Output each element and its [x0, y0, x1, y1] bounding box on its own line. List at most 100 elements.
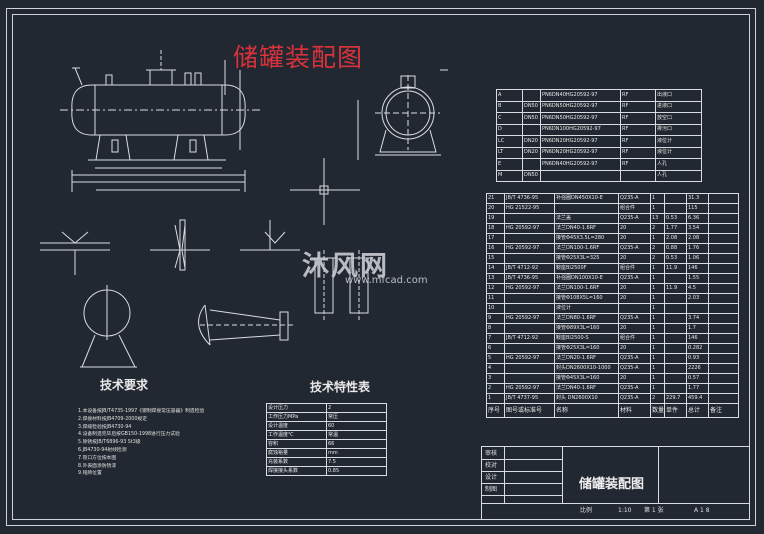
- bom-remark: [708, 383, 739, 394]
- bom-remark: [708, 343, 739, 354]
- bom-remark: [708, 363, 739, 374]
- bom-no: 21: [486, 193, 505, 204]
- bom-w2: 2.08: [686, 233, 709, 244]
- bom-w1: [664, 193, 687, 204]
- tech-req-item: 8.外表面涂防锈漆: [78, 463, 117, 469]
- nozzle-std: PN6DN20HG20592-97: [540, 146, 621, 159]
- bom-mat: Q235-A: [618, 213, 651, 224]
- bom-w2: 31.3: [686, 193, 709, 204]
- bom-qty: 1: [650, 333, 665, 344]
- bom-w1: 11.9: [664, 263, 687, 274]
- bom-no: 2: [486, 383, 505, 394]
- bom-mat: 20: [618, 373, 651, 384]
- nozzle-std: PN6DN50HG20592-97: [540, 100, 621, 113]
- nozzle-face: RF: [620, 135, 656, 148]
- bom-no: 14: [486, 263, 505, 274]
- bom-name: 接管Φ108X5L=160: [554, 293, 619, 304]
- bom-qty: 1: [650, 193, 665, 204]
- bom-header-mat: 材料: [618, 403, 651, 418]
- bom-remark: [708, 393, 739, 404]
- bom-remark: [708, 243, 739, 254]
- bom-header-row: 序号图号或标准号名称材料数量单件总计备注: [486, 403, 739, 418]
- bom-qty: 2: [650, 253, 665, 264]
- bom-qty: 2: [650, 393, 665, 404]
- bom-w1: [664, 373, 687, 384]
- nozzle-use: 排污口: [655, 123, 702, 136]
- bom-code: HG 20592-97: [504, 243, 555, 254]
- bom-name: 法兰DN80-1.6RF: [554, 313, 619, 324]
- bom-code: HG 20592-97: [504, 353, 555, 364]
- bom-mat: 组合件: [618, 263, 651, 274]
- bom-remark: [708, 233, 739, 244]
- nozzle-size: DN50: [522, 112, 541, 125]
- bom-remark: [708, 333, 739, 344]
- nozzle-use: 液位计: [655, 146, 702, 159]
- nozzle-mark: C: [496, 112, 523, 125]
- bom-qty: 1: [650, 363, 665, 374]
- bom-remark: [708, 293, 739, 304]
- bom-w1: [664, 203, 687, 214]
- bom-name: 接管Φ89X3L=160: [554, 323, 619, 334]
- tech-spec-value: 66: [326, 439, 387, 449]
- bom-name: 液位计: [554, 303, 619, 314]
- bom-w2: 0.282: [686, 343, 709, 354]
- bom-qty: 1: [650, 323, 665, 334]
- bom-qty: 1: [650, 263, 665, 274]
- bom-w1: [664, 343, 687, 354]
- nozzle-std: PN6DN20HG20592-97: [540, 135, 621, 148]
- bom-no: 3: [486, 373, 505, 384]
- bom-code: [504, 293, 555, 304]
- bom-remark: [708, 273, 739, 284]
- bom-mat: Q235-A: [618, 243, 651, 254]
- bom-no: 9: [486, 313, 505, 324]
- bom-no: 4: [486, 363, 505, 374]
- bom-w1: 11.9: [664, 283, 687, 294]
- tech-spec-value: 常压: [326, 412, 387, 422]
- bom-w2: 2.03: [686, 293, 709, 304]
- bom-mat: 20: [618, 323, 651, 334]
- title-block: 审核 校对 设计 制图 储罐装配图 比例 1:10 第 1 张 A 1 8: [481, 446, 750, 520]
- bom-code: HG 21522-95: [504, 203, 555, 214]
- nozzle-face: RF: [620, 100, 656, 113]
- bom-w1: [664, 353, 687, 364]
- nozzle-mark: LT: [496, 146, 523, 159]
- title-block-roles: 审核 校对 设计 制图: [482, 447, 505, 503]
- nozzle-use: 进液口: [655, 100, 702, 113]
- bom-mat: 20: [618, 343, 651, 354]
- bom-no: 12: [486, 283, 505, 294]
- bom-qty: 1: [650, 353, 665, 364]
- bom-name: 接管Φ45X3.5L=280: [554, 233, 619, 244]
- bom-remark: [708, 373, 739, 384]
- tech-spec-name: 充装系数: [266, 457, 327, 467]
- bom-code: HG 20592-97: [504, 223, 555, 234]
- bom-w2: 0.57: [686, 373, 709, 384]
- bom-w2: 459.4: [686, 393, 709, 404]
- nozzle-std: PN6DN100HG20592-97: [540, 123, 621, 136]
- bom-mat: 20: [618, 253, 651, 264]
- bom-qty: 1: [650, 383, 665, 394]
- nozzle-use: 出液口: [655, 89, 702, 102]
- tech-spec-name: 容积: [266, 439, 327, 449]
- bom-code: JB/T 4736-95: [504, 273, 555, 284]
- bom-code: JB/T 4737-95: [504, 393, 555, 404]
- nozzle-mark: E: [496, 158, 523, 171]
- tech-spec-name: 焊接接头系数: [266, 466, 327, 476]
- tech-spec-value: 常温: [326, 430, 387, 440]
- tech-req-item: 2.焊接材料按JB4709-2000规定: [78, 416, 148, 422]
- bom-name: 接管Φ25X3L=160: [554, 343, 619, 354]
- bom-header-total: 总计: [686, 403, 709, 418]
- bom-name: 接管Φ25X3L=325: [554, 253, 619, 264]
